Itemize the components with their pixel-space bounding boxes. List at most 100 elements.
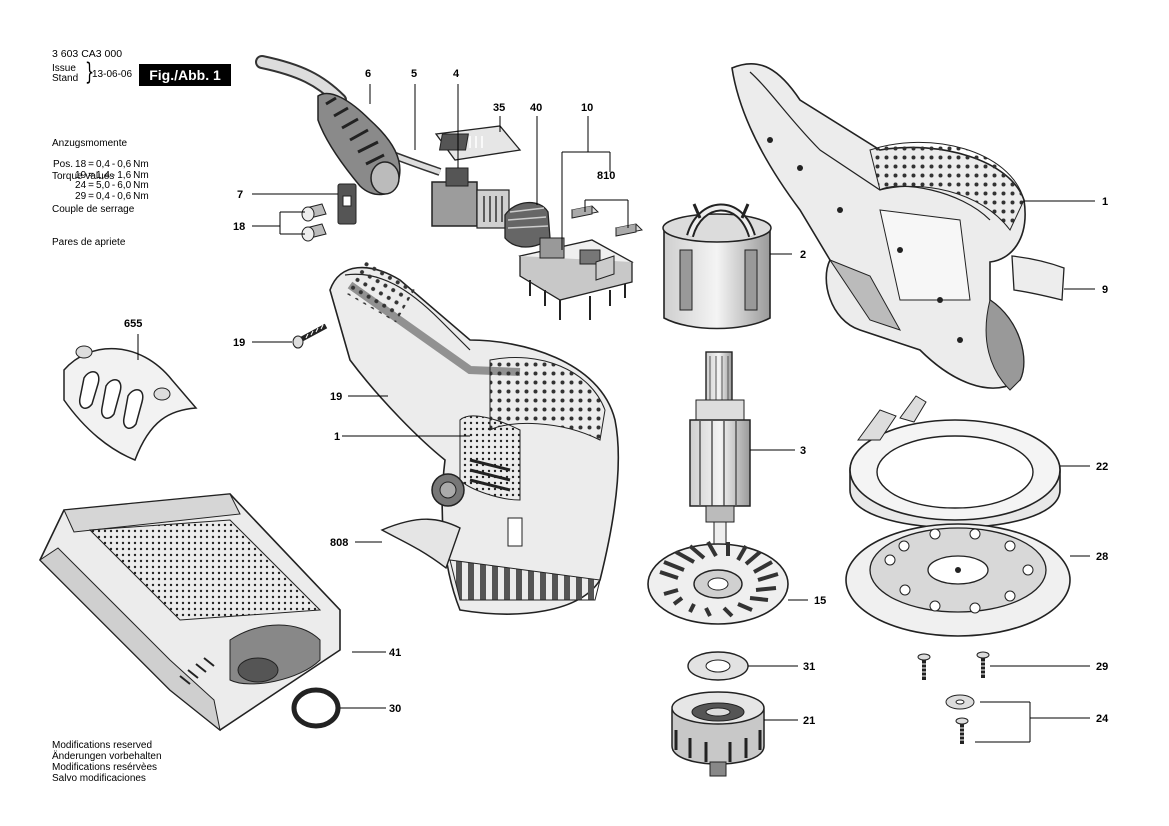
brace-symbol: } [85, 58, 95, 86]
torque-min: 0,4 [95, 159, 110, 170]
label-part-1-right: 1 [1102, 196, 1108, 208]
label-part-655: 655 [124, 318, 142, 330]
field-stator [662, 203, 772, 330]
armature [689, 351, 751, 553]
torque-dash: - [111, 159, 116, 170]
label-part-41: 41 [389, 647, 401, 659]
issue-date: 13-06-06 [92, 69, 133, 80]
torque-titles: Anzugsmomente Torque values Couple de se… [52, 116, 134, 259]
torque-dash: - [111, 190, 116, 202]
label-part-22: 22 [1096, 461, 1108, 473]
eccentric-bearing-21 [671, 691, 765, 777]
issue-stand-labels: Issue Stand [52, 64, 78, 84]
electronics-board [518, 237, 634, 320]
screws-29 [917, 651, 990, 680]
leader-lines [137, 84, 1095, 743]
label-part-10: 10 [581, 102, 593, 114]
stand-label: Stand [52, 73, 79, 84]
torque-min: 0,4 [95, 190, 110, 202]
label-part-1-left: 1 [334, 431, 340, 443]
torque-unit: Nm [133, 180, 149, 191]
fan-impeller [647, 541, 789, 625]
torque-pos: 19 [75, 169, 87, 181]
torque-unit: Nm [133, 169, 149, 181]
torque-eq: = [88, 180, 94, 191]
torque-row: 29 = 0,4 - 0,6 Nm [52, 190, 150, 203]
housing-half-right [731, 63, 1026, 391]
label-part-24: 24 [1096, 713, 1109, 725]
torque-max: 0,6 [117, 159, 132, 170]
torque-min: 1,4 [95, 169, 110, 181]
sanding-sheet-808 [380, 518, 461, 570]
label-part-810: 810 [597, 170, 615, 182]
label-part-28: 28 [1096, 551, 1108, 563]
label-part-31: 31 [803, 661, 815, 673]
document-number: 3 603 CA3 000 [52, 48, 123, 60]
torque-unit: Nm [133, 190, 149, 202]
mods-line-fr: Modifications resérvèes [52, 762, 158, 773]
torque-pos: 24 [75, 180, 87, 191]
dust-box-41 [39, 493, 341, 732]
torque-eq: = [88, 190, 94, 202]
dust-shroud-22 [849, 395, 1061, 529]
torque-table: Pos. 18 = 0,4 - 0,6 Nm 19 = 1,4 - 1,6 Nm… [52, 159, 150, 203]
screw-washer-24 [945, 694, 975, 744]
screws-18 [301, 203, 327, 242]
label-part-15: 15 [814, 595, 826, 607]
label-part-7: 7 [237, 189, 243, 201]
torque-eq: = [88, 159, 94, 170]
mods-line-es: Salvo modificaciones [52, 773, 146, 784]
label-part-18: 18 [233, 221, 245, 233]
label-part-6: 6 [365, 68, 371, 80]
strain-relief-sleeve [317, 92, 401, 196]
switch-slider [434, 125, 522, 161]
mods-line-en: Modifications reserved [52, 740, 153, 751]
label-part-40: 40 [530, 102, 542, 114]
torque-title-de: Anzugsmomente [52, 138, 128, 149]
issue-label: Issue [52, 63, 76, 74]
screw-19-upper [292, 323, 328, 349]
cable-clamp [337, 183, 357, 225]
cover-655 [63, 345, 198, 461]
switch-part [431, 167, 510, 229]
label-part-9: 9 [1102, 284, 1108, 296]
label-part-19-lower: 19 [330, 391, 342, 403]
washer-31 [687, 651, 749, 681]
label-part-5: 5 [411, 68, 417, 80]
o-ring-30 [291, 687, 341, 729]
housing-half-left [329, 257, 620, 615]
torque-title-es: Pares de apriete [52, 237, 126, 248]
carbon-brushes [570, 205, 644, 237]
part-labels: 6 5 4 35 40 10 810 7 18 655 19 19 1 808 … [124, 68, 1109, 727]
nameplate-9 [1011, 255, 1065, 301]
label-part-4: 4 [453, 68, 460, 80]
torque-pos: 29 [75, 190, 87, 202]
torque-prefix: Pos. [53, 159, 74, 170]
torque-unit: Nm [133, 159, 149, 170]
modifications-note: Modifications reserved Änderungen vorbeh… [52, 740, 162, 784]
label-part-808: 808 [330, 537, 348, 549]
label-part-30: 30 [389, 703, 401, 715]
mods-line-de: Änderungen vorbehalten [52, 751, 162, 762]
torque-min: 5,0 [95, 180, 110, 191]
torque-row: 24 = 5,0 - 6,0 Nm [52, 180, 150, 192]
label-part-35: 35 [493, 102, 505, 114]
torque-row: Pos. 18 = 0,4 - 0,6 Nm [52, 159, 150, 171]
label-part-19-upper: 19 [233, 337, 245, 349]
torque-pos: 18 [75, 159, 87, 170]
label-part-21: 21 [803, 715, 815, 727]
torque-row: 19 = 1,4 - 1,6 Nm [52, 169, 150, 182]
torque-dash: - [111, 169, 116, 181]
torque-max: 6,0 [117, 180, 132, 191]
label-part-2: 2 [800, 249, 806, 261]
sanding-plate-28 [845, 523, 1071, 637]
torque-title-fr: Couple de serrage [52, 204, 135, 215]
figure-badge: Fig./Abb. 1 [139, 64, 231, 86]
torque-max: 0,6 [117, 190, 132, 202]
label-part-29: 29 [1096, 661, 1108, 673]
torque-title-en: Torque values [52, 171, 115, 182]
torque-eq: = [88, 169, 94, 181]
torque-dash: - [111, 180, 116, 191]
torque-max: 1,6 [117, 169, 132, 181]
